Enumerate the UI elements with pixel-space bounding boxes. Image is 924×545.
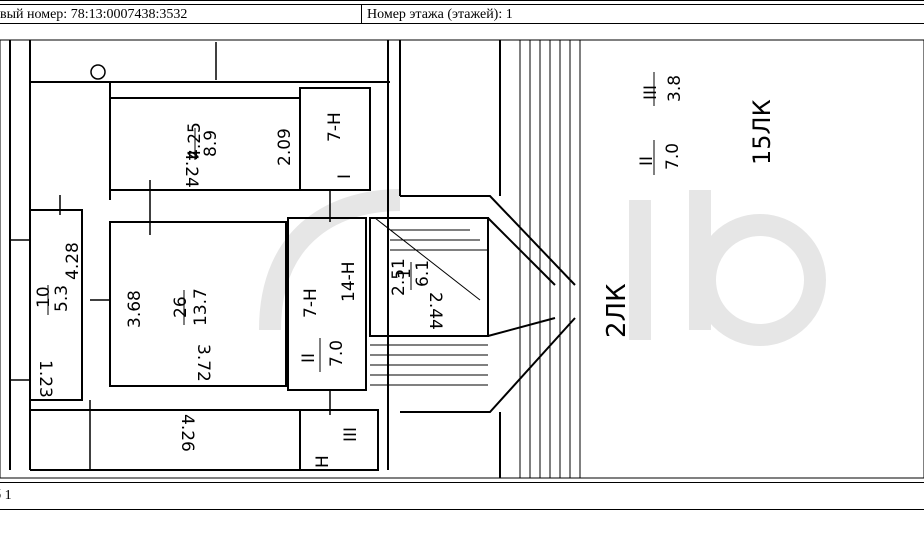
big-room-area: 13.7 <box>191 288 211 326</box>
roman-i-1: I <box>335 174 355 179</box>
small-room-area: 5.3 <box>52 285 72 312</box>
roman-h: Н <box>313 455 333 468</box>
corridor-label-3: 14-Н <box>339 261 359 302</box>
corridor-label-1: 7-Н <box>325 112 345 142</box>
floor-plan-drawing: 4.25 8.9 4.24 2.09 10 5.3 4.28 1.23 26 1… <box>0 39 924 479</box>
plan-border <box>0 39 924 479</box>
roman-ii-frac: 7.0 <box>327 340 347 367</box>
bottom-dim: 4.26 <box>177 414 197 452</box>
small-room-dim1: 4.28 <box>63 242 83 280</box>
cadastral-number-cell: вый номер: 78:13:0007438:3532 <box>0 4 362 24</box>
right-ii-frac: 7.0 <box>663 143 683 170</box>
walls <box>9 40 576 478</box>
plan-header: вый номер: 78:13:0007438:3532 Номер этаж… <box>0 0 924 28</box>
plan-footer: б 1 <box>0 482 924 510</box>
roman-ii-1: II <box>299 353 319 363</box>
stair-dim2: 2.44 <box>425 292 445 330</box>
door-marks <box>10 42 331 470</box>
top-room-dim2: 2.09 <box>275 128 295 166</box>
right-15lk: 15ЛК <box>748 99 776 165</box>
roman-iii-1: III <box>341 427 361 442</box>
stair-steps <box>370 40 581 478</box>
corridor-label-2: 7-Н <box>301 288 321 318</box>
floor-number: Номер этажа (этажей): 1 <box>367 7 513 22</box>
stair-room-area: 6.1 <box>413 260 433 287</box>
footer-text: б 1 <box>0 488 12 503</box>
fraction-bars <box>47 72 655 372</box>
right-ii: II <box>637 156 657 166</box>
big-room-dim2: 3.72 <box>193 344 213 382</box>
header-top-line <box>0 0 924 1</box>
stair-room-num: 1 <box>395 268 415 279</box>
floor-number-cell: Номер этажа (этажей): 1 <box>362 4 924 24</box>
small-room-dim2: 1.23 <box>35 360 55 398</box>
small-room-num: 10 <box>34 286 54 308</box>
right-2lk: 2ЛК <box>602 283 632 338</box>
cadastral-number: вый номер: 78:13:0007438:3532 <box>0 7 188 22</box>
top-room-dim1: 4.24 <box>181 150 201 188</box>
floor-plan: 4.25 8.9 4.24 2.09 10 5.3 4.28 1.23 26 1… <box>0 28 924 480</box>
column-marker-icon <box>90 64 106 80</box>
top-room-sub: 8.9 <box>201 130 221 157</box>
plan-text-labels: 4.25 8.9 4.24 2.09 10 5.3 4.28 1.23 26 1… <box>34 75 776 468</box>
right-iii-frac: 3.8 <box>665 75 685 102</box>
big-room-num: 26 <box>171 296 191 318</box>
stair-dim1: 2.51 <box>389 258 409 296</box>
right-iii: III <box>641 85 661 100</box>
watermark <box>259 189 826 346</box>
big-room-dim1: 3.68 <box>125 290 145 328</box>
